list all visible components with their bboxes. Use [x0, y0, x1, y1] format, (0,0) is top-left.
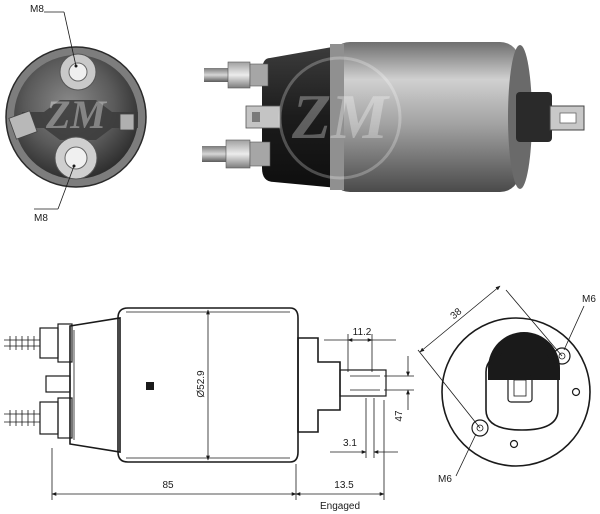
body-cylinder — [330, 42, 520, 192]
top-hole-label: M6 — [582, 294, 596, 305]
top-hole — [553, 347, 571, 365]
bottom-washer — [249, 141, 271, 167]
drawing-end-view: 38 M6 M6 — [417, 285, 596, 485]
dim-length: 85 — [162, 480, 174, 491]
dim-offset: 3.1 — [343, 438, 357, 449]
top-washer — [249, 63, 269, 87]
bottom-terminal-label: M8 — [34, 213, 48, 224]
right-tab — [119, 113, 135, 131]
dim-stroke: 13.5 — [334, 480, 354, 491]
cap-bracket — [22, 100, 138, 140]
dim-plunger-width: 11.2 — [353, 327, 372, 338]
cap-rim — [330, 44, 344, 190]
top-terminal-label: M8 — [30, 4, 44, 15]
drawing-side-view: Ø52.9 85 13.5 Engaged 11.2 47 3.1 — [4, 307, 414, 512]
bottom-nut — [225, 139, 251, 169]
watermark-end: ZM — [45, 92, 107, 137]
end-outer-circle — [441, 317, 591, 467]
spade-terminal — [245, 105, 281, 129]
black-cap — [262, 46, 338, 188]
center-boss — [488, 332, 560, 380]
dim-slot: 47 — [394, 410, 405, 422]
dim-stroke-caption: Engaged — [320, 501, 360, 512]
drawing-cap — [69, 317, 121, 453]
dim-hole-spacing: 38 — [449, 306, 465, 322]
bottom-hole — [471, 419, 489, 437]
left-tab — [8, 110, 38, 140]
side-view-photo: ZM — [202, 42, 585, 192]
dim-diameter: Ø52.9 — [196, 370, 207, 398]
end-view-photo: ZM M8 M8 — [5, 4, 147, 224]
bottom-terminal-stud — [64, 146, 88, 170]
plunger-collar — [516, 92, 552, 142]
bottom-hole-label: M6 — [438, 474, 452, 485]
top-nut — [227, 61, 251, 89]
drawing-body — [117, 307, 299, 463]
watermark-side: ZM — [291, 81, 390, 152]
top-terminal-stud — [68, 62, 88, 82]
